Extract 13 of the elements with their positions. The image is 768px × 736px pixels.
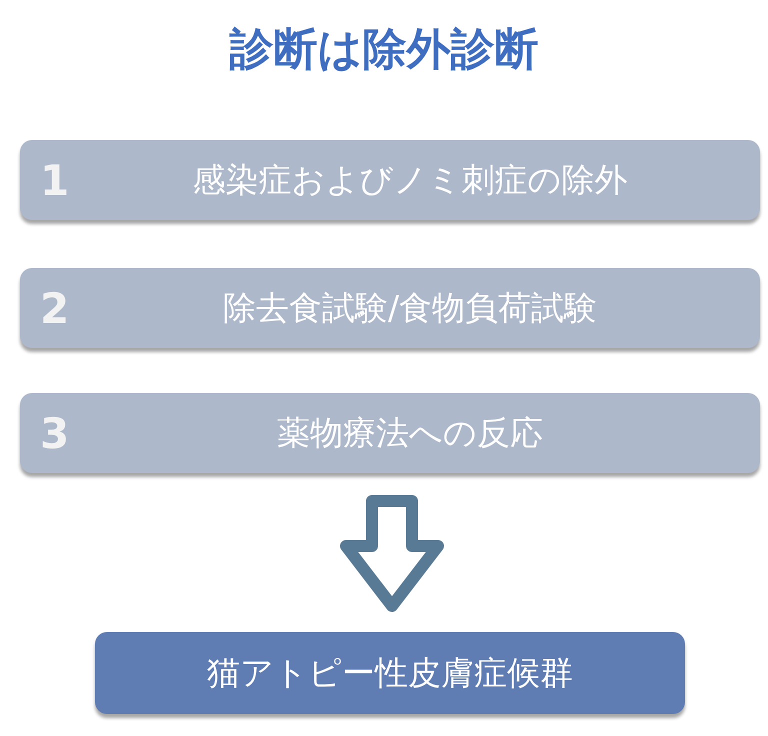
step-number: 1 (40, 156, 70, 204)
step-label: 除去食試験/食物負荷試験 (222, 286, 598, 328)
down-arrow (340, 495, 444, 612)
step-label: 感染症およびノミ刺症の除外 (192, 158, 628, 200)
step-number: 2 (40, 284, 70, 332)
result-box (95, 632, 685, 714)
step-box (20, 140, 760, 220)
step-label: 薬物療法への反応 (277, 412, 543, 454)
step-box (20, 268, 760, 348)
title: 診断は除外診断 (230, 24, 538, 75)
step-number: 3 (40, 408, 70, 458)
step-box (20, 393, 760, 473)
result-label: 猫アトピー性皮膚症候群 (207, 652, 573, 694)
